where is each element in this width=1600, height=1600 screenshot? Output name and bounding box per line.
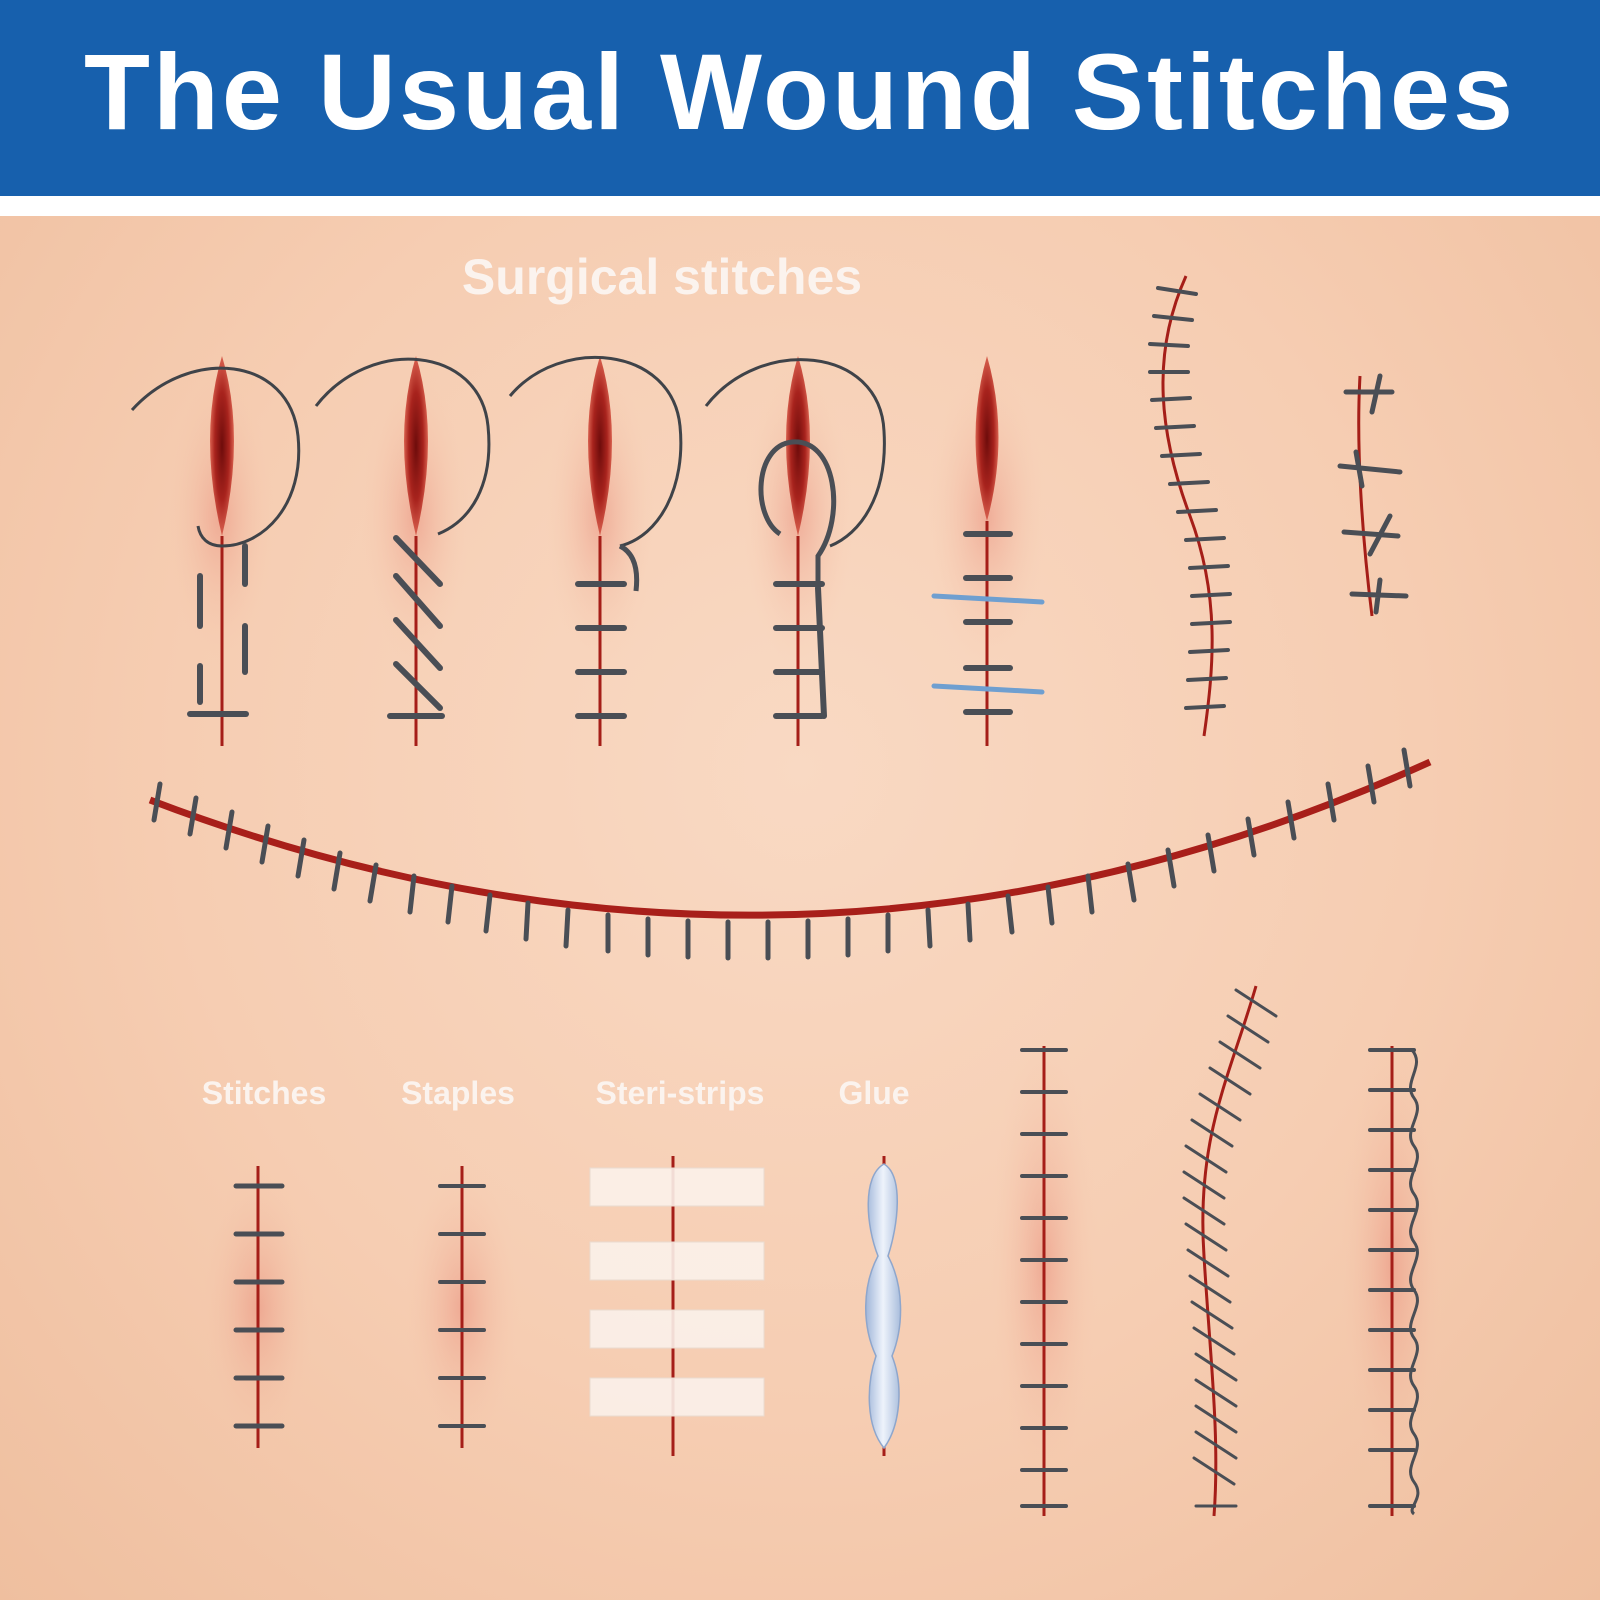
title-banner: The Usual Wound Stitches [0, 0, 1600, 196]
label-glue: Glue [838, 1075, 909, 1111]
running-locked-suture [1337, 1026, 1447, 1516]
interrupted-suture-diagram [130, 356, 301, 746]
skin-panel: Surgical stitches [0, 216, 1600, 1600]
page-title: The Usual Wound Stitches [83, 31, 1517, 152]
curved-continuous-suture [1182, 985, 1278, 1517]
section-title: Surgical stitches [462, 249, 862, 305]
label-staples: Staples [401, 1075, 515, 1111]
illustration: Surgical stitches [130, 249, 1447, 1517]
wavy-suture-line [1148, 275, 1232, 737]
label-steri-strips: Steri-strips [596, 1075, 765, 1111]
horizontal-mattress-diagram [927, 356, 1047, 746]
staples-example [402, 1158, 522, 1458]
locking-suture-diagram [508, 355, 683, 746]
glue-example [865, 1156, 902, 1456]
label-stitches: Stitches [202, 1075, 326, 1111]
steri-strips-example [589, 1156, 765, 1456]
short-interrupted-suture [1337, 373, 1409, 617]
vertical-mattress-diagram [704, 356, 886, 746]
long-curved-suture [148, 747, 1432, 961]
continuous-suture-diagram [314, 356, 491, 746]
stitches-example [198, 1158, 318, 1458]
straight-interrupted-suture [989, 1026, 1099, 1516]
